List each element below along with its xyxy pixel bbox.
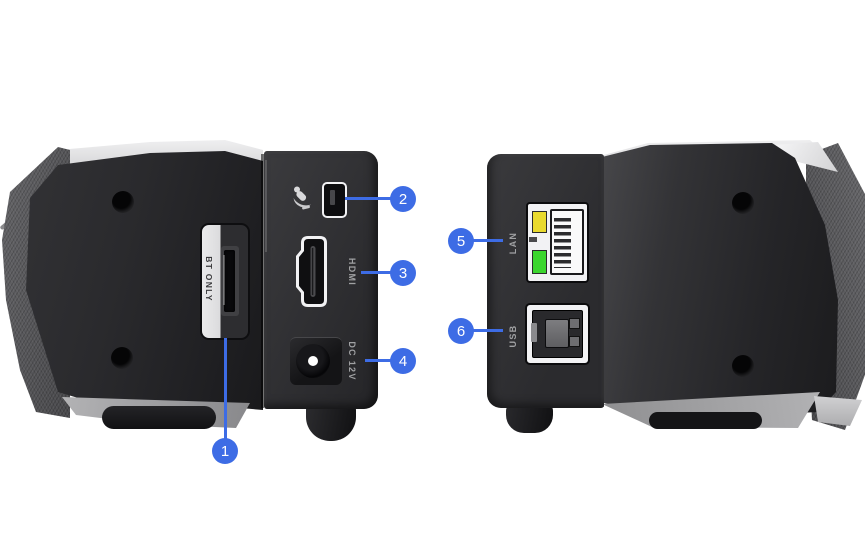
callout-badge-4: 4 xyxy=(390,348,416,374)
device-body-right xyxy=(598,143,838,415)
dc-power-label: DC 12V xyxy=(347,341,357,381)
screw-hole xyxy=(112,191,134,213)
bt-only-slot xyxy=(200,223,250,340)
panel-seam-left xyxy=(261,154,264,408)
usb-port-label: USB xyxy=(508,324,518,348)
lan-led-green xyxy=(532,250,547,274)
foot-bar-right xyxy=(649,412,762,429)
lan-port-label: LAN xyxy=(508,231,518,255)
dc-jack-pin xyxy=(308,356,318,366)
antenna-icon xyxy=(293,186,311,210)
foot-bar-left xyxy=(102,406,216,429)
bt-slot-label: BT ONLY xyxy=(204,256,214,302)
callout-line-1 xyxy=(224,338,227,439)
usb-connector-nub xyxy=(569,336,580,347)
lan-pin-contacts xyxy=(554,218,571,268)
callout-line-2 xyxy=(345,197,391,200)
callout-line-6 xyxy=(473,329,503,332)
mini-usb-port xyxy=(322,182,347,218)
lan-jack-recess xyxy=(550,209,584,275)
panel-highlight-left xyxy=(265,160,267,252)
callout-badge-6: 6 xyxy=(448,318,474,344)
callout-line-3 xyxy=(361,271,391,274)
dc-12v-jack xyxy=(290,337,342,385)
callout-badge-2: 2 xyxy=(390,186,416,212)
callout-line-5 xyxy=(473,239,503,242)
foot-round-right xyxy=(506,403,553,433)
usb-connector-nub xyxy=(569,318,580,329)
callout-badge-5: 5 xyxy=(448,228,474,254)
screw-hole xyxy=(732,192,754,214)
bt-slot-glint xyxy=(223,255,225,305)
usb-latch xyxy=(531,323,537,342)
lan-port xyxy=(526,202,589,283)
callout-badge-3: 3 xyxy=(390,260,416,286)
callout-badge-1: 1 xyxy=(212,438,238,464)
screw-hole xyxy=(732,355,754,377)
hdmi-port-label: HDMI xyxy=(347,257,357,287)
mini-usb-tongue xyxy=(329,190,335,205)
usb-port xyxy=(525,303,590,365)
bt-slot-recess xyxy=(224,250,235,312)
callout-line-4 xyxy=(365,359,391,362)
hdmi-port xyxy=(296,236,327,307)
usb-connector-block xyxy=(545,319,569,348)
lan-led-yellow xyxy=(532,211,547,233)
lan-latch-notch xyxy=(529,237,537,242)
screw-hole xyxy=(111,347,133,369)
